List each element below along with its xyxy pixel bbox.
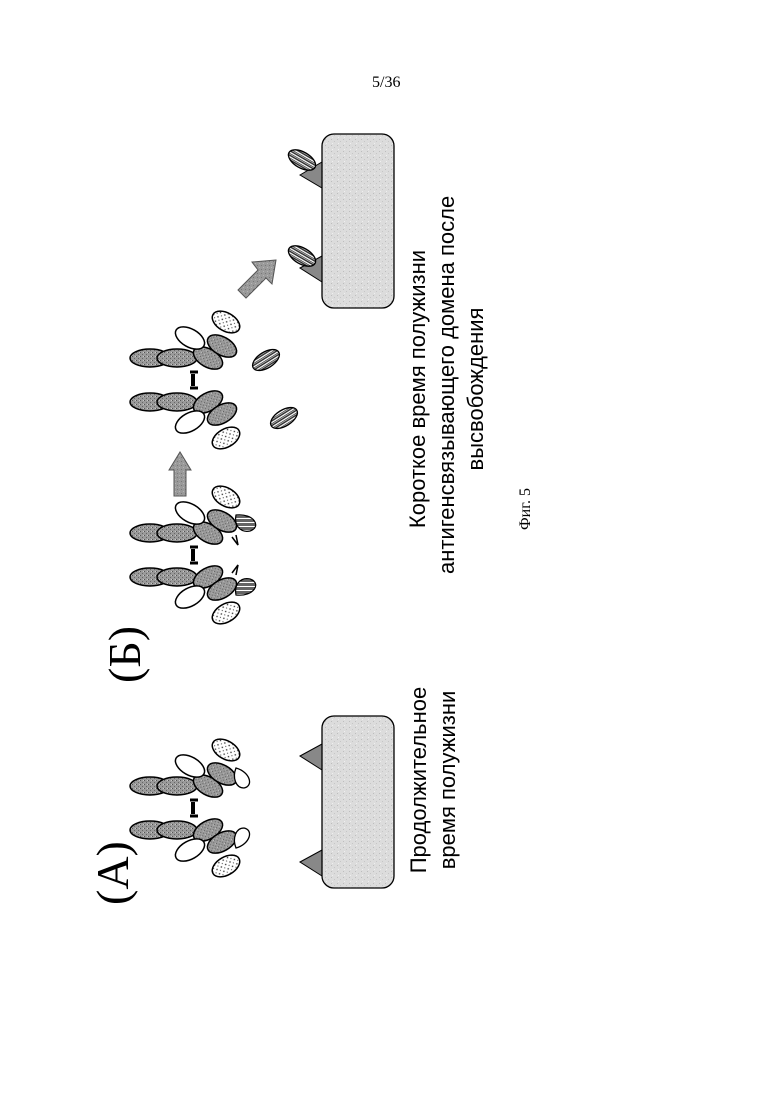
- cell-surface-a: [300, 716, 394, 888]
- panel-a-caption-line-2: время полужизни: [433, 685, 462, 875]
- panel-a-label: (A): [90, 841, 136, 905]
- panel-b-caption-line-3: высвобождения: [461, 204, 490, 574]
- page-number: 5/36: [372, 74, 400, 92]
- antibody-b-before: [130, 482, 256, 629]
- panel-b-caption-line-2: антигенсвязывающего домена после: [432, 204, 461, 574]
- figure-label: Фиг. 5: [517, 488, 535, 530]
- antibody-b-after: [130, 307, 243, 454]
- released-domain-2: [267, 403, 301, 432]
- released-domain-1: [249, 345, 283, 374]
- panel-a-caption: Продолжительное время полужизни: [404, 685, 462, 875]
- panel-b-caption: Короткое время полужизни антигенсвязываю…: [403, 204, 490, 574]
- antibody-a: [130, 735, 250, 882]
- panel-a-caption-line-1: Продолжительное: [404, 685, 433, 875]
- arrow-up-icon: [169, 452, 191, 496]
- panel-b-caption-line-1: Короткое время полужизни: [403, 204, 432, 574]
- panel-b-label: (Б): [102, 626, 148, 683]
- cell-surface-b: [285, 134, 394, 308]
- arrow-diagonal-icon: [238, 260, 276, 298]
